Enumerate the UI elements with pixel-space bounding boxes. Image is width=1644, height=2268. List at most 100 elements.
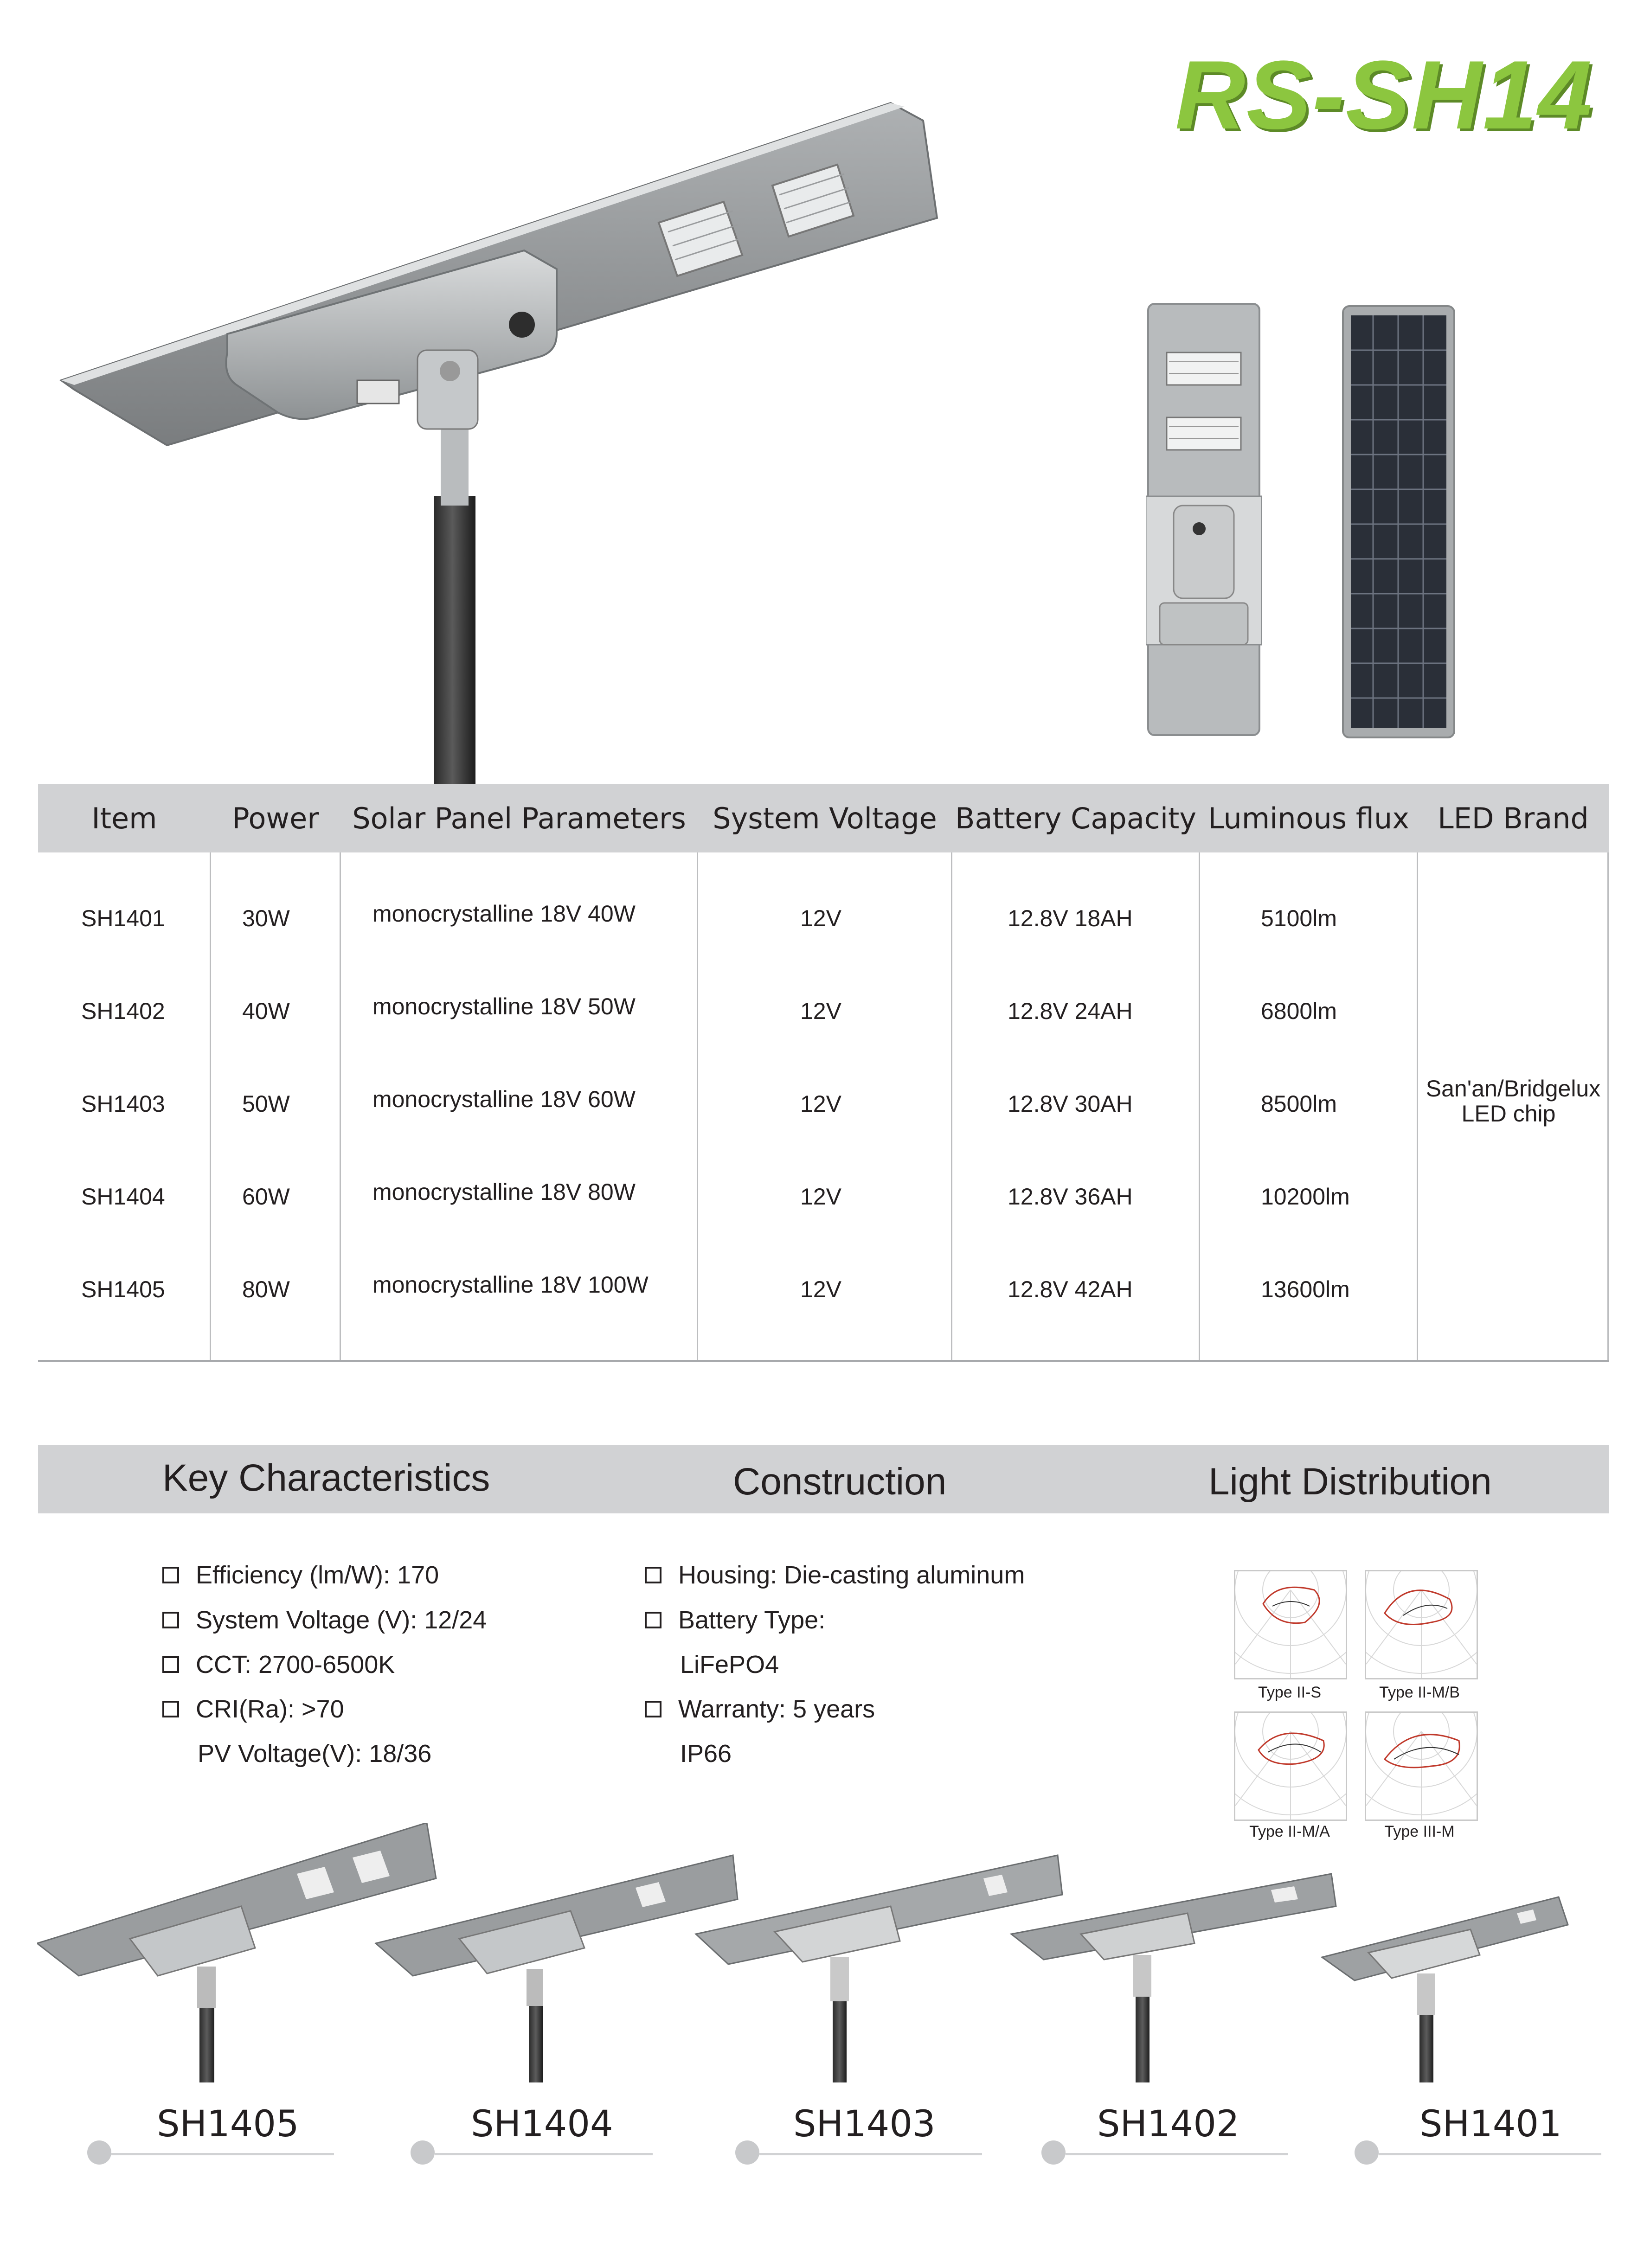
solar-panel-back-view-image (1342, 305, 1455, 738)
lamp-front-view-image (1146, 303, 1262, 736)
key-characteristics-title: Key Characteristics (162, 1457, 490, 1499)
model-underline (1379, 2153, 1601, 2155)
column-divider (210, 852, 211, 1362)
model-label: SH1405 (157, 2103, 299, 2145)
model-underline (1066, 2153, 1288, 2155)
cell-solar: monocrystalline 18V 100W (372, 1272, 649, 1298)
cell-flux: 5100lm (1261, 905, 1337, 931)
header-solar-panel: Solar Panel Parameters (352, 801, 686, 835)
header-power: Power (232, 801, 319, 835)
model-label: SH1402 (1097, 2103, 1239, 2145)
polar-chart-type-ii-m-b (1365, 1570, 1478, 1679)
cell-item: SH1401 (81, 905, 165, 931)
cell-voltage: 12V (800, 905, 841, 931)
construction-item: Housing: Die-casting aluminum (645, 1561, 1025, 1589)
construction-item-text: IP66 (680, 1740, 732, 1768)
key-item-text: Efficiency (lm/W): 170 (196, 1561, 439, 1589)
checkbox-icon (645, 1701, 661, 1717)
cell-flux: 6800lm (1261, 998, 1337, 1024)
checkbox-icon (162, 1612, 179, 1628)
checkbox-icon (645, 1567, 661, 1583)
model-underline (111, 2153, 334, 2155)
cell-solar: monocrystalline 18V 60W (372, 1086, 636, 1112)
header-luminous-flux: Luminous flux (1208, 801, 1409, 835)
cell-item: SH1403 (81, 1091, 165, 1117)
led-brand-line: LED chip (1461, 1101, 1556, 1127)
model-label: SH1401 (1419, 2103, 1562, 2145)
polar-chart-type-ii-m-a (1234, 1711, 1347, 1821)
cell-voltage: 12V (800, 998, 841, 1024)
hero-street-light-image (59, 102, 938, 788)
column-divider (697, 852, 698, 1362)
cell-power: 60W (242, 1184, 290, 1210)
model-marker-dot (1041, 2140, 1066, 2165)
key-item-text: PV Voltage(V): 18/36 (198, 1740, 432, 1768)
cell-power: 80W (242, 1276, 290, 1302)
led-brand-line: San'an/Bridgelux (1426, 1076, 1601, 1102)
polar-chart-type-ii-s (1234, 1570, 1347, 1679)
cell-battery: 12.8V 42AH (1008, 1276, 1133, 1302)
table-bottom-border (38, 1360, 1609, 1362)
header-item: Item (91, 801, 157, 835)
cell-power: 40W (242, 998, 290, 1024)
checkbox-icon (162, 1656, 179, 1673)
spec-table-header (38, 784, 1609, 852)
cell-solar: monocrystalline 18V 50W (372, 993, 636, 1019)
checkbox-icon (162, 1701, 179, 1717)
key-item-text: CRI(Ra): >70 (196, 1695, 344, 1723)
cell-solar: monocrystalline 18V 80W (372, 1179, 636, 1205)
distribution-label: Type III-M (1384, 1823, 1455, 1840)
key-item-text: System Voltage (V): 12/24 (196, 1606, 487, 1634)
cell-battery: 12.8V 24AH (1008, 998, 1133, 1024)
key-item: CCT: 2700-6500K (162, 1650, 395, 1679)
key-item: System Voltage (V): 12/24 (162, 1606, 487, 1634)
header-led-brand: LED Brand (1438, 801, 1589, 835)
distribution-label: Type II-M/B (1379, 1684, 1460, 1701)
product-title: RS-SH14 (1175, 40, 1593, 149)
construction-item-text: LiFePO4 (680, 1651, 779, 1679)
construction-item-text: Warranty: 5 years (678, 1695, 875, 1723)
model-marker-dot (735, 2140, 759, 2165)
column-divider (951, 852, 952, 1362)
cell-flux: 10200lm (1261, 1184, 1350, 1210)
cell-power: 50W (242, 1091, 290, 1117)
cell-item: SH1402 (81, 998, 165, 1024)
model-lineup-image (37, 1823, 1569, 2082)
distribution-label: Type II-S (1258, 1684, 1322, 1701)
polar-chart-type-iii-m (1365, 1711, 1478, 1821)
construction-item: Warranty: 5 years (645, 1695, 875, 1723)
model-label: SH1403 (793, 2103, 936, 2145)
construction-item: Battery Type: (645, 1606, 825, 1634)
cell-voltage: 12V (800, 1184, 841, 1210)
model-marker-dot (411, 2140, 435, 2165)
model-underline (759, 2153, 982, 2155)
model-underline (435, 2153, 653, 2155)
column-divider (1199, 852, 1200, 1362)
checkbox-icon (645, 1612, 661, 1628)
header-battery-capacity: Battery Capacity (955, 801, 1197, 835)
construction-item-text: Housing: Die-casting aluminum (678, 1561, 1025, 1589)
model-marker-dot (1355, 2140, 1379, 2165)
column-divider (1607, 852, 1609, 1362)
cell-flux: 8500lm (1261, 1091, 1337, 1117)
cell-power: 30W (242, 905, 290, 931)
cell-solar: monocrystalline 18V 40W (372, 901, 636, 927)
column-divider (340, 852, 341, 1362)
checkbox-icon (162, 1567, 179, 1583)
cell-battery: 12.8V 36AH (1008, 1184, 1133, 1210)
key-item: Efficiency (lm/W): 170 (162, 1561, 439, 1589)
cell-battery: 12.8V 18AH (1008, 905, 1133, 931)
column-divider (1417, 852, 1418, 1362)
led-brand-cell: San'an/Bridgelux LED chip (1418, 1076, 1609, 1126)
cell-battery: 12.8V 30AH (1008, 1091, 1133, 1117)
model-marker-dot (87, 2140, 111, 2165)
cell-flux: 13600lm (1261, 1276, 1350, 1302)
light-distribution-title: Light Distribution (1208, 1461, 1492, 1503)
key-item-text: CCT: 2700-6500K (196, 1651, 395, 1679)
cell-voltage: 12V (800, 1276, 841, 1302)
cell-voltage: 12V (800, 1091, 841, 1117)
section-header-bar (38, 1445, 1609, 1513)
model-label: SH1404 (471, 2103, 613, 2145)
construction-item-text: Battery Type: (678, 1606, 826, 1634)
construction-title: Construction (733, 1461, 947, 1503)
